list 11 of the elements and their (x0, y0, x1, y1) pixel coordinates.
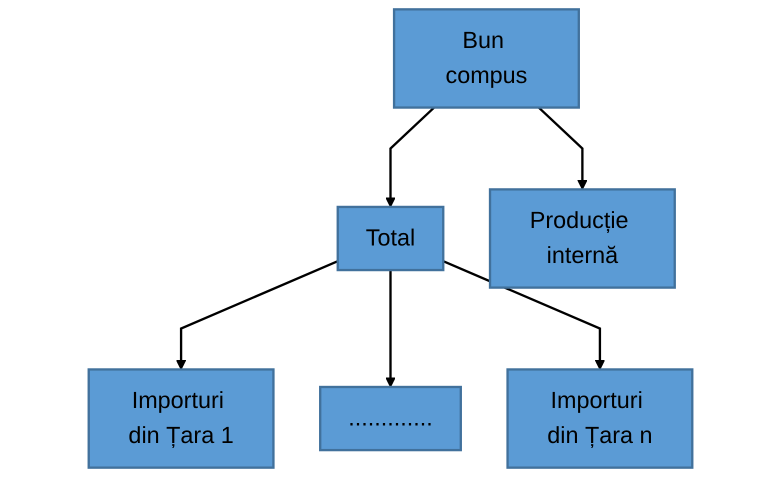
node-box: Total (336, 206, 444, 272)
arrow (385, 270, 396, 388)
arrow (442, 260, 606, 370)
arrow (538, 106, 588, 190)
arrow (385, 106, 435, 208)
arrow (176, 260, 338, 370)
node-box: Importuri din Țara 1 (88, 368, 275, 469)
node-box: Producție internă (488, 188, 676, 289)
node-box: Bun compus (392, 8, 580, 109)
node-box: Importuri din Țara n (506, 368, 694, 469)
node-box: ............. (319, 386, 462, 452)
